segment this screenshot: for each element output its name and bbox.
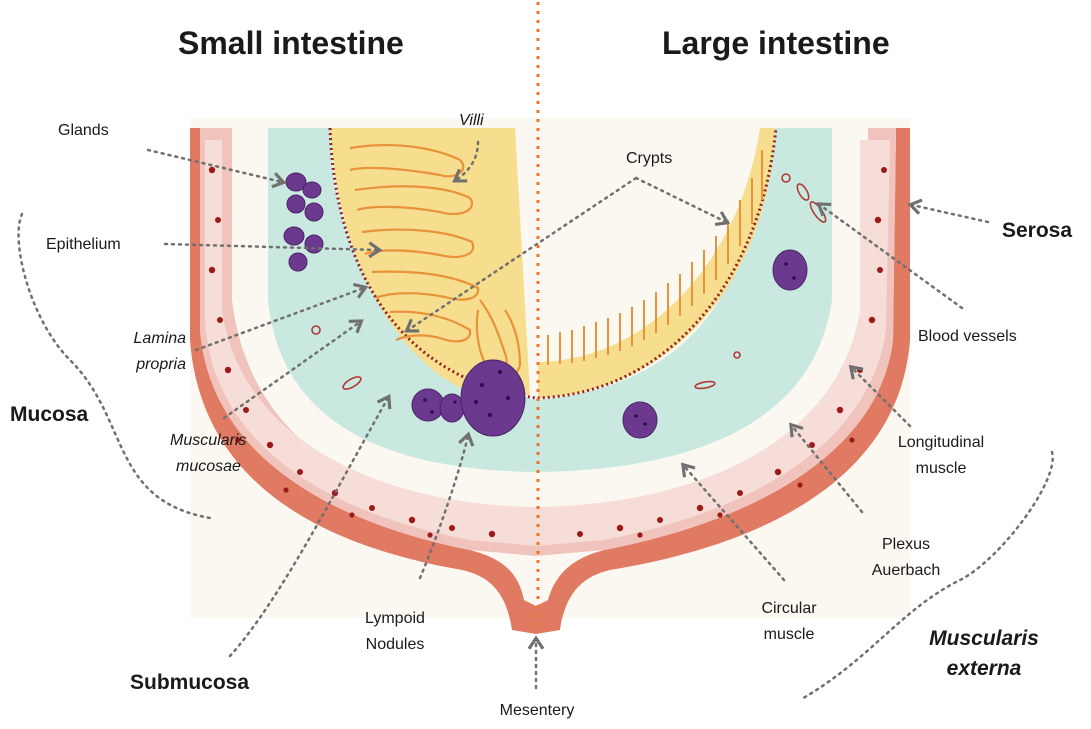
label-lymphoid-nodules-line2: Nodules [340, 634, 450, 655]
label-epithelium: Epithelium [46, 234, 121, 255]
label-muscularis-externa-line2: externa [914, 656, 1054, 682]
label-glands: Glands [58, 120, 109, 141]
label-circular-muscle-line2: muscle [734, 624, 844, 645]
label-longitudinal-muscle-line2: muscle [876, 458, 1006, 479]
label-crypts: Crypts [626, 148, 672, 169]
label-mesentery: Mesentery [470, 700, 604, 721]
label-longitudinal-muscle-line1: Longitudinal [876, 432, 1006, 453]
label-villi: Villi [459, 110, 484, 131]
label-plexus-auerbach-line2: Auerbach [848, 560, 964, 581]
label-lymphoid-nodules-line1: Lympoid [340, 608, 450, 629]
leader-serosa [912, 205, 988, 222]
label-lamina-propria-line1: Lamina [100, 328, 186, 349]
label-submucosa: Submucosa [130, 670, 249, 696]
label-lamina-propria-line2: propria [100, 354, 186, 375]
label-plexus-auerbach-line1: Plexus [848, 534, 964, 555]
title-large-intestine: Large intestine [662, 24, 890, 62]
label-mucosa: Mucosa [10, 402, 88, 428]
label-muscularis-externa-line1: Muscularis [914, 626, 1054, 652]
label-muscularis-mucosae-line1: Muscularis [170, 430, 246, 451]
label-circular-muscle-line1: Circular [734, 598, 844, 619]
label-blood-vessels: Blood vessels [918, 326, 1017, 347]
title-small-intestine: Small intestine [178, 24, 404, 62]
label-muscularis-mucosae-line2: mucosae [176, 456, 241, 477]
label-serosa: Serosa [1002, 218, 1072, 244]
